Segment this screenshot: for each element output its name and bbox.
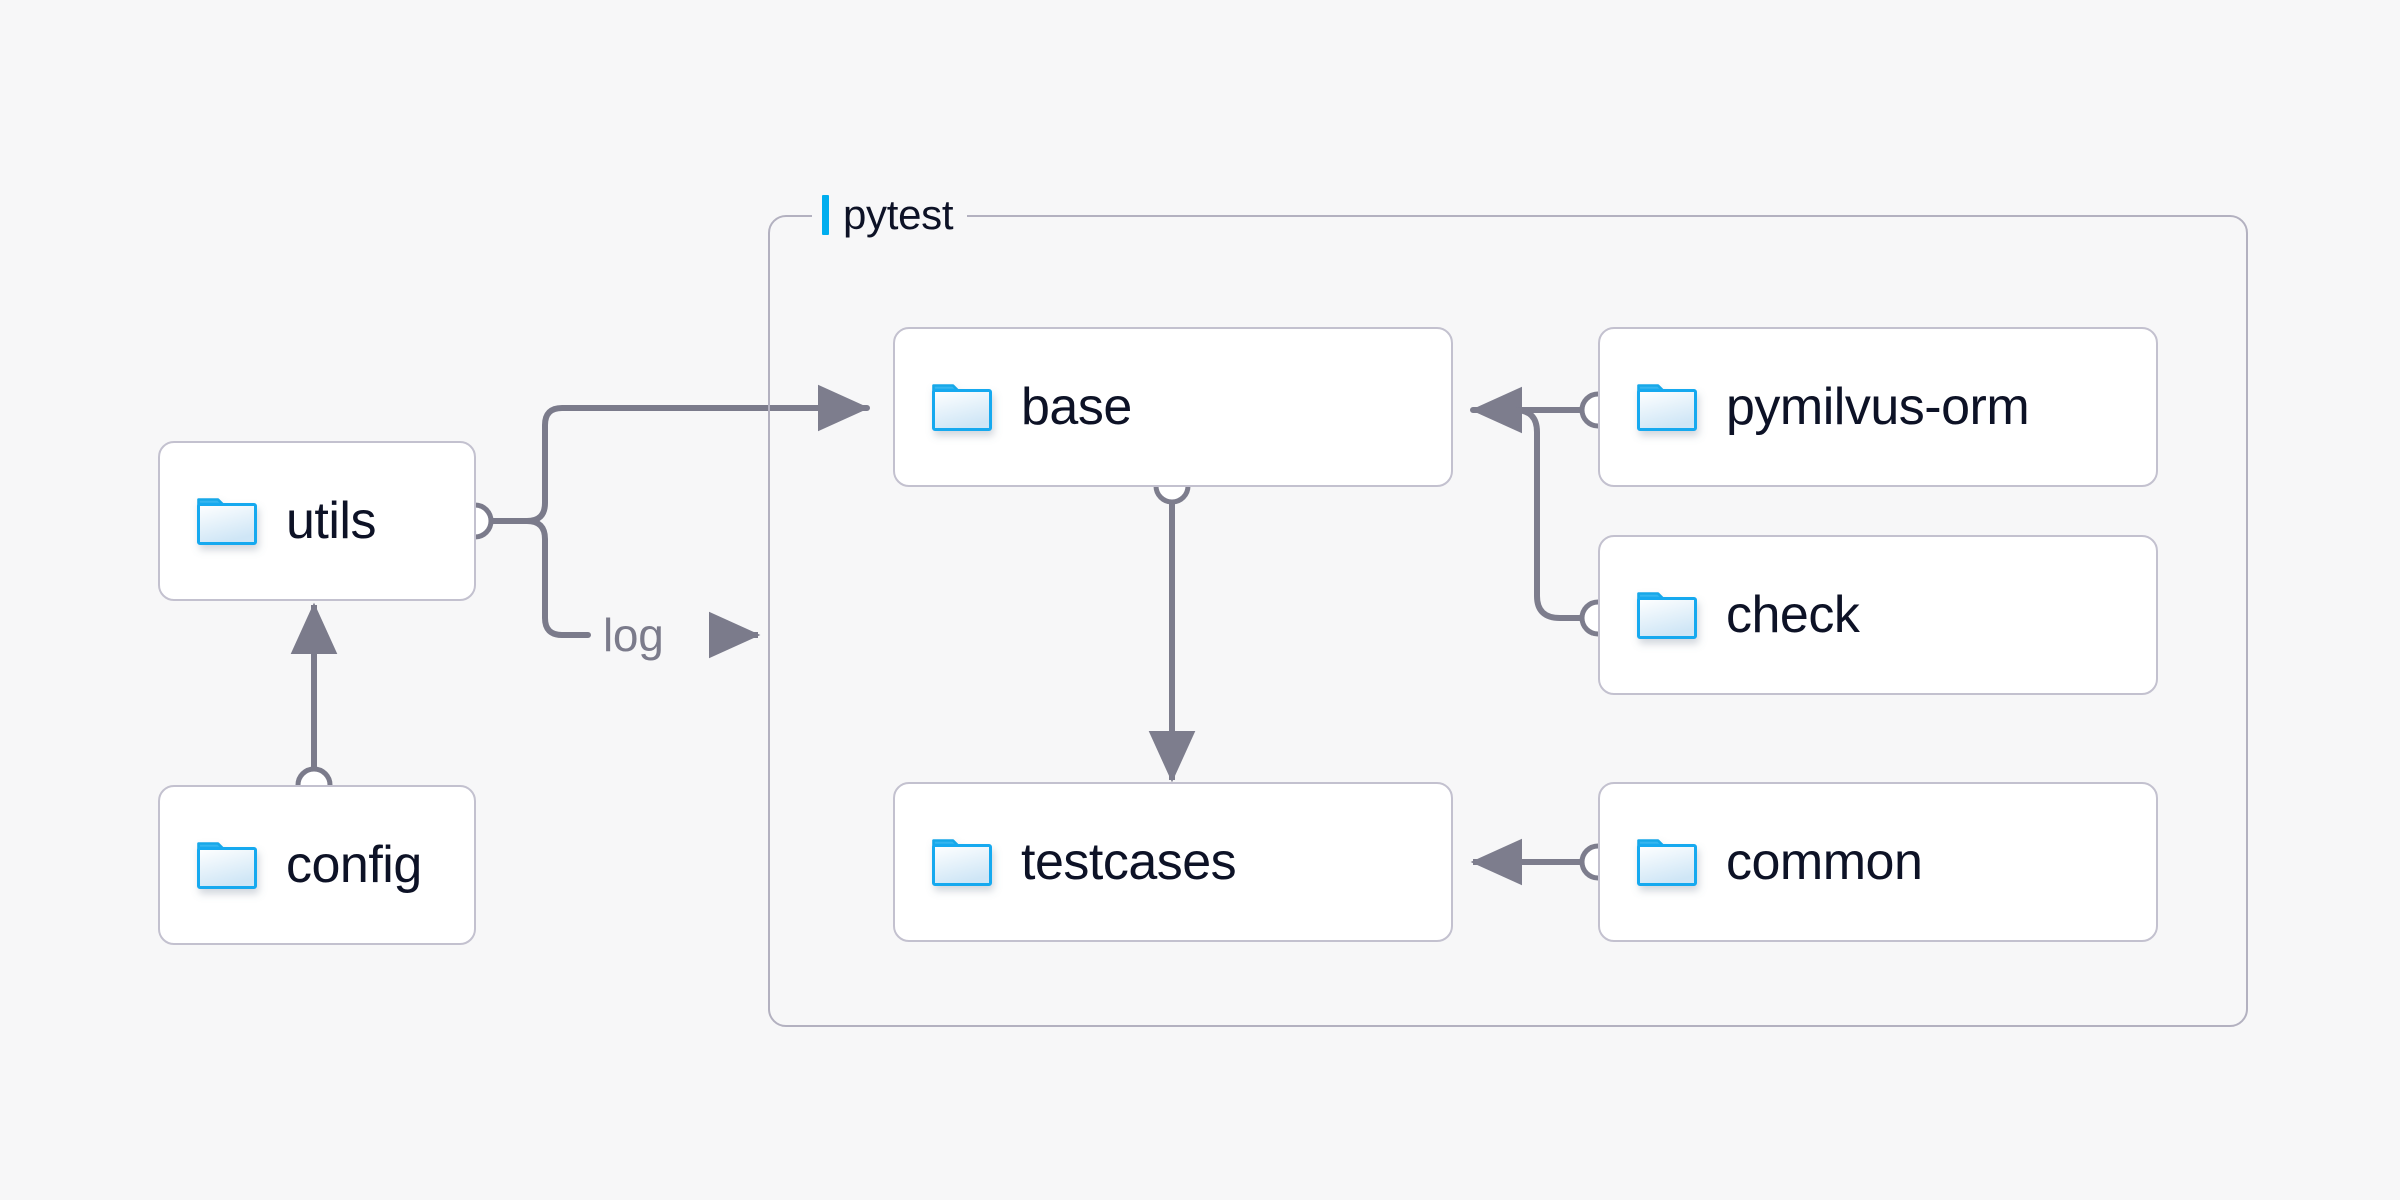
node-common[interactable]: common [1598, 782, 2158, 942]
folder-icon [197, 498, 257, 545]
group-accent-bar [822, 195, 829, 235]
edge-label-log: log [603, 609, 664, 661]
node-label: pymilvus-orm [1726, 378, 2030, 436]
group-title-text: pytest [843, 191, 954, 238]
node-testcases[interactable]: testcases [893, 782, 1453, 942]
node-label: config [286, 836, 422, 894]
folder-icon [1637, 384, 1697, 431]
folder-icon [932, 384, 992, 431]
node-label: utils [286, 492, 376, 550]
group-container-pytest [768, 215, 2248, 1027]
node-pymilvus-orm[interactable]: pymilvus-orm [1598, 327, 2158, 487]
node-label: common [1726, 833, 1923, 891]
folder-icon [1637, 592, 1697, 639]
node-label: check [1726, 586, 1860, 644]
group-label-pytest: pytest [812, 191, 968, 238]
node-label: testcases [1021, 833, 1237, 891]
folder-icon [1637, 839, 1697, 886]
folder-icon [932, 839, 992, 886]
node-base[interactable]: base [893, 327, 1453, 487]
node-config[interactable]: config [158, 785, 476, 945]
node-utils[interactable]: utils [158, 441, 476, 601]
node-check[interactable]: check [1598, 535, 2158, 695]
folder-icon [197, 842, 257, 889]
node-label: base [1021, 378, 1132, 436]
